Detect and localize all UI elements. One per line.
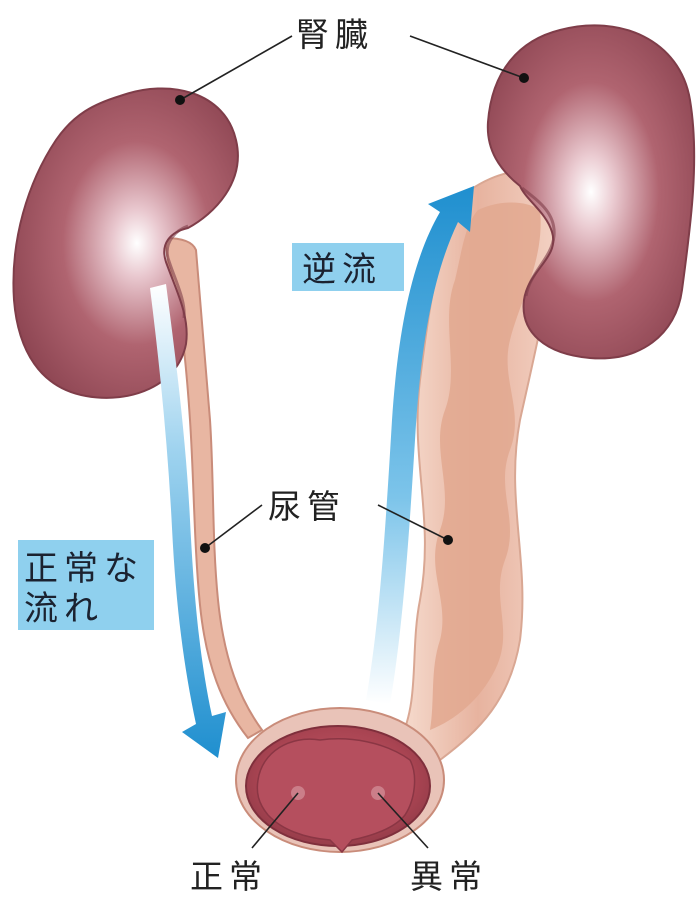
reflux-label: 逆流 <box>302 250 382 290</box>
right-ureter-dilated <box>398 170 557 762</box>
left-kidney <box>12 87 239 399</box>
leader-dots <box>175 73 529 553</box>
reflux-label-box: 逆流 <box>292 243 404 291</box>
normal-flow-label-box: 正常な 流れ <box>18 540 154 630</box>
left-ureter-normal <box>163 236 264 740</box>
abnormal-label: 異常 <box>410 857 488 896</box>
bladder <box>235 707 445 854</box>
normal-flow-label-line1: 正常な <box>24 549 144 589</box>
normal-flow-arrow <box>150 284 226 758</box>
leader-lines <box>179 35 525 849</box>
normal-label: 正常 <box>190 857 268 896</box>
right-kidney <box>486 24 696 360</box>
ureter-label: 尿管 <box>268 487 346 526</box>
kidney-label: 腎臓 <box>296 15 374 54</box>
normal-flow-label-line2: 流れ <box>24 589 104 629</box>
reflux-arrow <box>366 186 474 704</box>
